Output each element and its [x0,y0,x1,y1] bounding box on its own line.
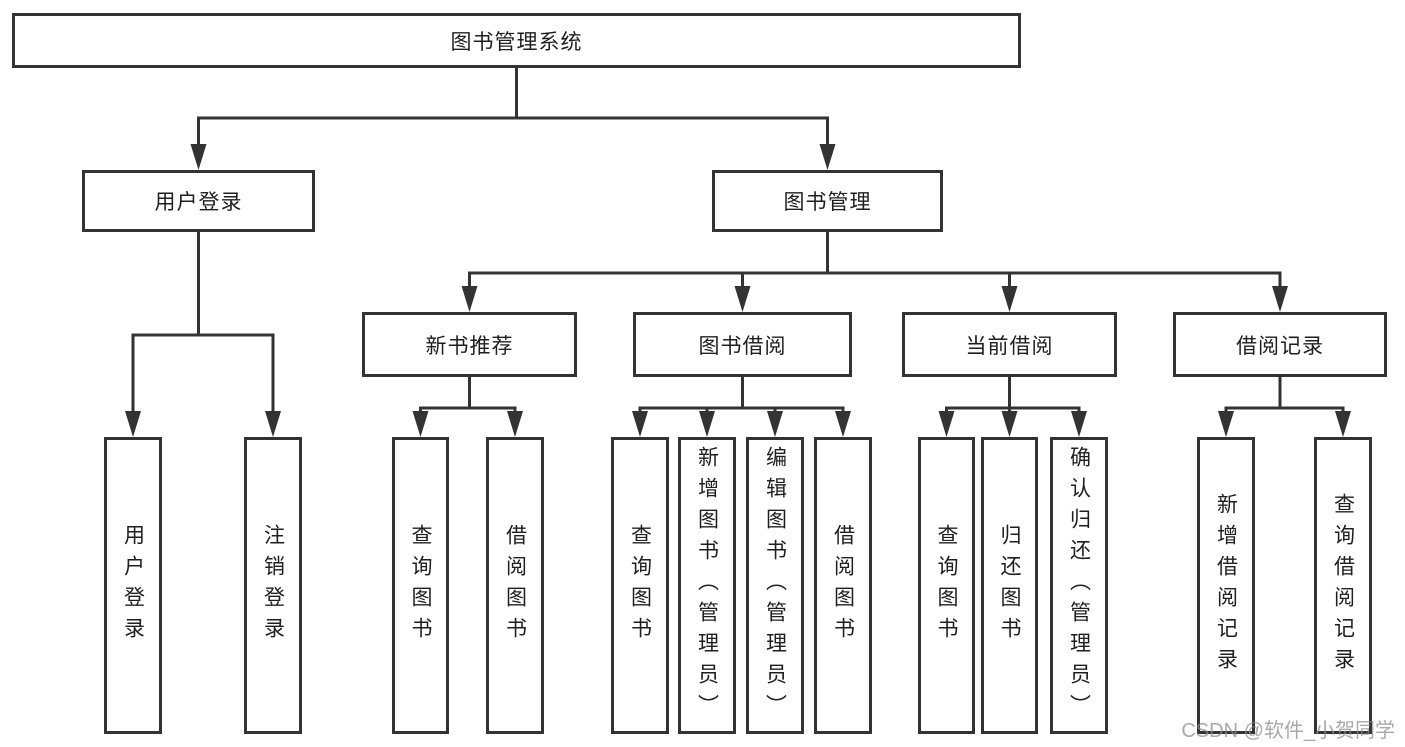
node-c-query: 查询图书 [918,437,975,734]
arrowhead-icon [767,411,783,437]
csdn-watermark: CSDN @软件_小贺同学 [1181,720,1395,742]
node-label-nb-borrow: 借阅图书 [503,523,527,648]
arrowhead-icon [632,411,648,437]
arrowhead-icon [819,144,836,170]
arrowhead-icon [507,411,523,437]
node-root: 图书管理系统 [12,13,1021,68]
node-label-borrow: 图书借阅 [698,334,787,358]
arrowhead-icon [125,411,141,437]
arrowhead-icon [1218,411,1234,437]
arrowhead-icon [835,411,851,437]
node-b-add: 新增图书（管理员） [678,437,736,734]
node-nb-query: 查询图书 [392,437,449,734]
arrowhead-icon [1001,411,1018,437]
node-records: 借阅记录 [1173,312,1387,377]
node-b-query: 查询图书 [611,437,669,734]
node-r-add: 新增借阅记录 [1197,437,1255,734]
node-label-l-logout: 注销登录 [261,523,285,648]
node-r-query: 查询借阅记录 [1314,437,1372,734]
node-label-login: 用户登录 [154,191,243,214]
arrowhead-icon [699,411,715,437]
node-current: 当前借阅 [902,312,1117,377]
node-c-return: 归还图书 [981,437,1038,734]
node-label-nb-query: 查询图书 [409,523,432,648]
node-l-logout: 注销登录 [244,437,302,734]
node-label-l-login: 用户登录 [121,523,145,648]
node-label-mgmt: 图书管理 [783,191,872,214]
node-login: 用户登录 [82,170,315,232]
node-label-c-confirm: 确认归还（管理员） [1067,446,1091,725]
arrowhead-icon [265,411,281,437]
arrowhead-icon [1071,411,1087,437]
arrowhead-icon [461,286,478,312]
node-borrow: 图书借阅 [633,312,852,377]
node-b-borrow: 借阅图书 [814,437,872,734]
node-label-newbook: 新书推荐 [425,334,514,358]
node-nb-borrow: 借阅图书 [486,437,544,734]
node-label-c-return: 归还图书 [998,523,1021,648]
node-label-root: 图书管理系统 [450,30,583,54]
arrowhead-icon [734,286,751,312]
node-l-login: 用户登录 [104,437,162,734]
arrowhead-icon [1001,286,1018,312]
arrowhead-icon [190,144,207,170]
node-label-records: 借阅记录 [1236,334,1324,358]
arrowhead-icon [1335,411,1351,437]
node-newbook: 新书推荐 [362,312,577,377]
node-label-b-borrow: 借阅图书 [831,523,855,648]
node-label-b-edit: 编辑图书（管理员） [763,446,787,725]
arrowhead-icon [1272,286,1288,312]
arrowhead-icon [938,411,955,437]
node-label-b-query: 查询图书 [628,523,652,648]
node-label-r-add: 新增借阅记录 [1214,492,1238,679]
node-label-current: 当前借阅 [965,334,1054,358]
arrowhead-icon [412,411,429,437]
node-b-edit: 编辑图书（管理员） [746,437,804,734]
node-label-c-query: 查询图书 [935,523,958,648]
node-label-b-add: 新增图书（管理员） [695,446,719,725]
node-mgmt: 图书管理 [712,170,943,232]
node-label-r-query: 查询借阅记录 [1331,492,1355,679]
node-c-confirm: 确认归还（管理员） [1050,437,1108,734]
